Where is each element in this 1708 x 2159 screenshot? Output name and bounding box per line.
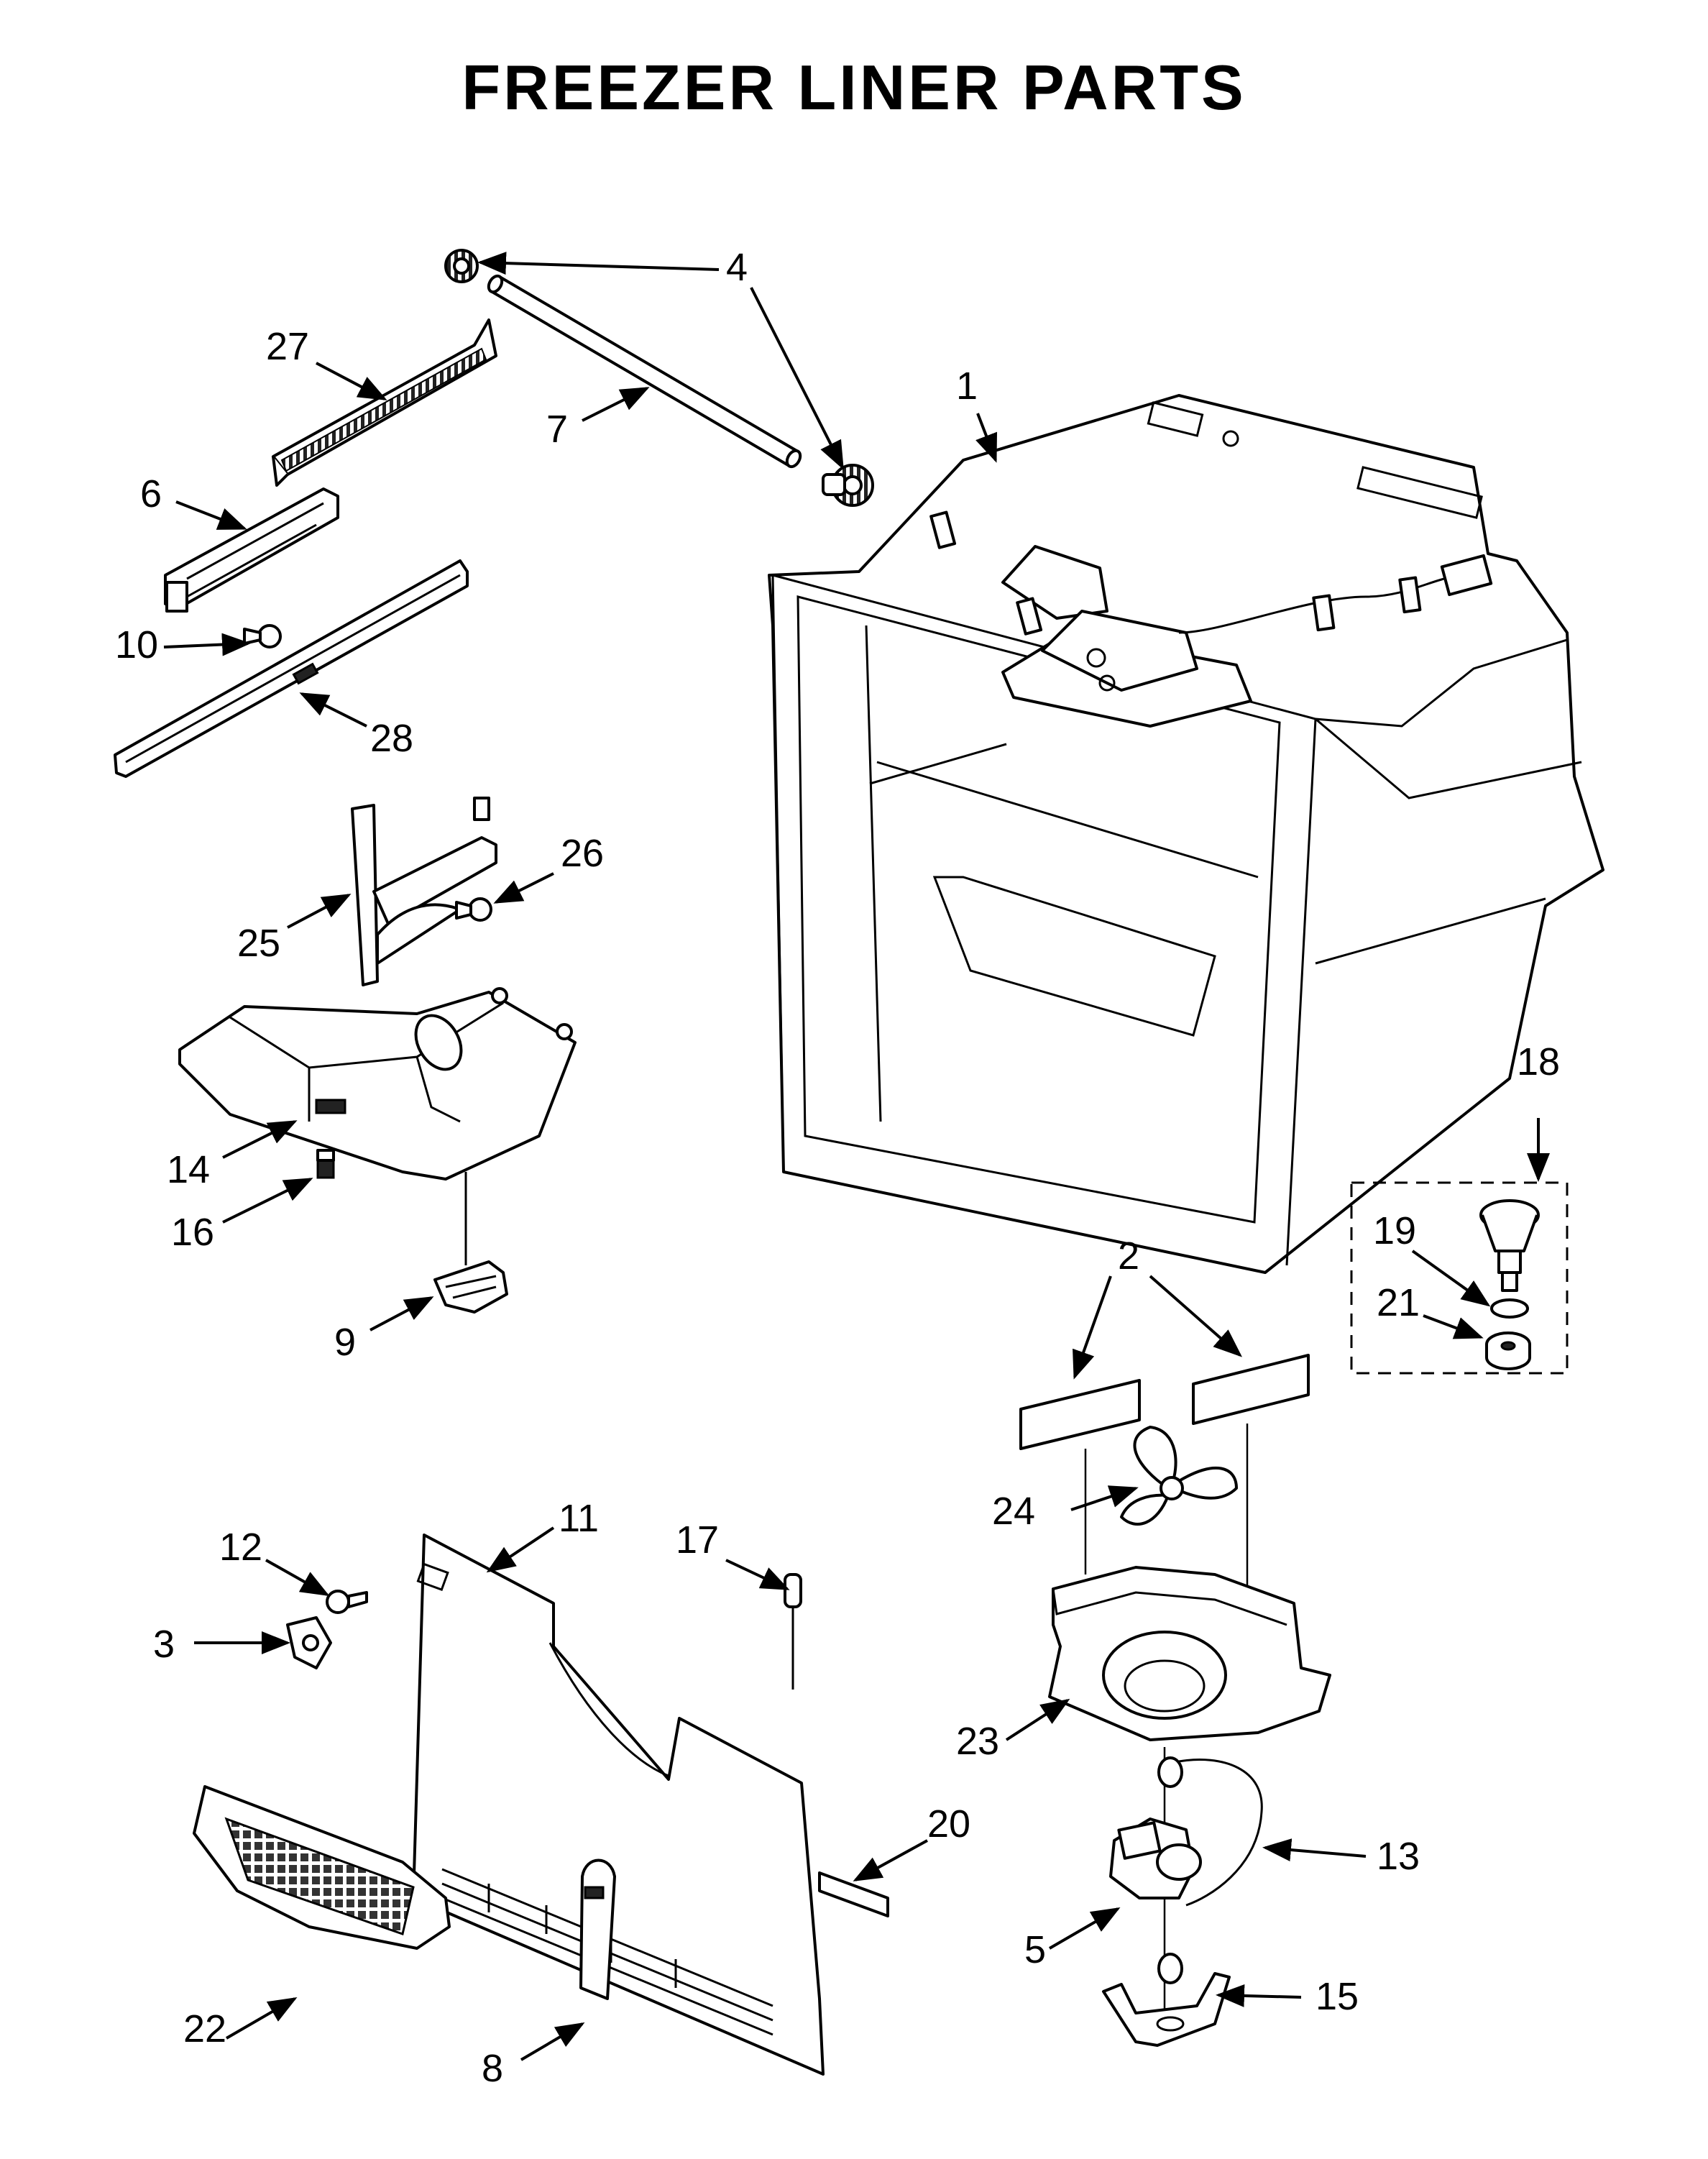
part-3-clip xyxy=(286,1616,332,1669)
callout-18: 18 xyxy=(1517,1040,1560,1083)
part-4-gears xyxy=(444,249,874,507)
callout-23: 23 xyxy=(956,1720,999,1763)
callout-27: 27 xyxy=(266,325,309,368)
page-title: FREEZER LINER PARTS xyxy=(462,52,1246,123)
callout-10: 10 xyxy=(115,623,158,666)
part-10-screw xyxy=(243,624,282,648)
part-16-switch xyxy=(316,1149,335,1179)
part-19-drain-fitting xyxy=(1479,1199,1540,1292)
part-14-housing-tray xyxy=(178,987,577,1181)
callout-16: 16 xyxy=(171,1211,214,1254)
callout-22: 22 xyxy=(183,2007,226,2050)
callout-21: 21 xyxy=(1377,1281,1420,1324)
callout-9: 9 xyxy=(334,1321,356,1364)
callout-20: 20 xyxy=(927,1802,970,1846)
fan-motor-grommets xyxy=(1157,1756,1183,1984)
part-6-slide-bracket xyxy=(164,487,339,613)
part-20-foam-strip xyxy=(818,1871,889,1917)
part-15-motor-bracket xyxy=(1102,1972,1231,2047)
callout-8: 8 xyxy=(482,2047,503,2090)
callout-5: 5 xyxy=(1024,1928,1046,1971)
part-7-rod xyxy=(487,274,802,469)
callout-11: 11 xyxy=(559,1497,599,1540)
part-5-fan-motor xyxy=(1109,1817,1202,1899)
part-9-drive xyxy=(433,1172,508,1314)
callout-4: 4 xyxy=(726,246,748,289)
callout-17: 17 xyxy=(676,1518,719,1562)
callout-25: 25 xyxy=(237,922,280,965)
part-1-freezer-liner xyxy=(768,394,1604,1274)
part-17-thermistor xyxy=(784,1573,802,1690)
callout-2: 2 xyxy=(1118,1234,1139,1278)
callout-15: 15 xyxy=(1316,1975,1359,2018)
part-13-wire-harness xyxy=(1178,1759,1263,1907)
part-2-insulation-pads xyxy=(1019,1354,1310,1450)
part-11-rear-panel xyxy=(412,1534,825,2076)
callout-12: 12 xyxy=(219,1526,262,1569)
part-25-mounting-bracket xyxy=(351,797,497,986)
callout-14: 14 xyxy=(167,1148,210,1191)
part-24-fan-blade xyxy=(1120,1426,1238,1526)
callout-7: 7 xyxy=(546,408,568,451)
leader-lines xyxy=(163,252,1550,2061)
callout-6: 6 xyxy=(140,472,162,515)
callout-19: 19 xyxy=(1373,1209,1416,1252)
part-28-slide-rail xyxy=(114,559,469,778)
callout-26: 26 xyxy=(561,832,604,875)
callout-13: 13 xyxy=(1377,1835,1420,1878)
callout-28: 28 xyxy=(370,717,413,760)
part-22-grille xyxy=(193,1785,451,1950)
part-26-screw xyxy=(455,897,492,922)
callout-3: 3 xyxy=(153,1623,175,1666)
callout-labels: 1 2 3 4 5 6 7 8 9 10 11 12 13 14 15 16 1… xyxy=(115,246,1560,2090)
part-8-handle xyxy=(579,1858,616,2000)
part-21-washers xyxy=(1485,1298,1531,1370)
part-23-fan-shroud xyxy=(1048,1566,1331,1741)
part-12-screw xyxy=(326,1590,368,1614)
group-box-18 xyxy=(1350,1181,1569,1375)
callout-1: 1 xyxy=(956,365,978,408)
callout-24: 24 xyxy=(992,1490,1035,1533)
